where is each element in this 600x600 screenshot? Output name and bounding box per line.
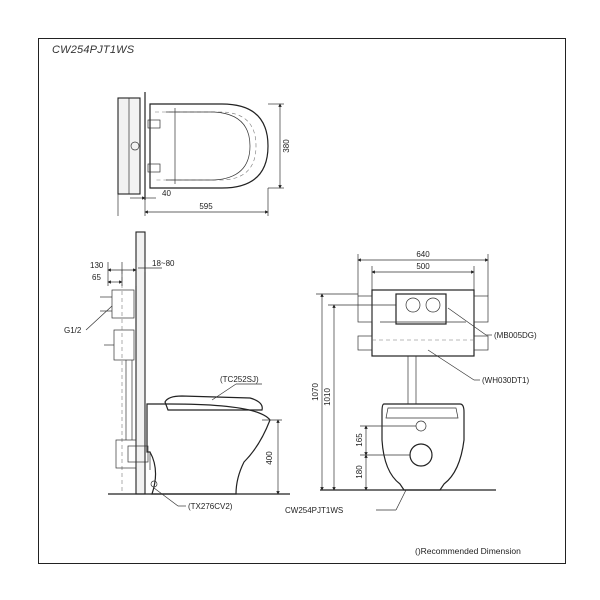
dim-1070: 1070	[311, 383, 320, 401]
side-toilet-body	[146, 403, 271, 495]
side-seat	[164, 395, 263, 411]
dim-40: 40	[162, 189, 171, 198]
dim-640: 640	[416, 250, 430, 259]
front-drain	[409, 443, 433, 467]
dim-18-80: 18~80	[152, 259, 175, 268]
dim-180: 180	[355, 465, 364, 479]
dim-595: 595	[199, 202, 213, 211]
dim-400: 400	[265, 451, 274, 465]
dim-130: 130	[90, 261, 104, 270]
footnote: ()Recommended Dimension	[415, 546, 521, 556]
part-mb005dg: (MB005DG)	[494, 331, 537, 340]
drawing-border	[38, 38, 566, 564]
top-view: 380 40 595	[117, 92, 291, 216]
front-view: 640 500 (MB005DG) (WH030DT1)	[285, 250, 537, 515]
dim-1010: 1010	[323, 388, 332, 406]
hinge-top	[147, 119, 161, 129]
hinge-bottom	[147, 163, 161, 173]
part-wh030dt1: (WH030DT1)	[482, 376, 529, 385]
drawing-title: CW254PJT1WS	[52, 44, 135, 56]
model-label: CW254PJT1WS	[285, 506, 343, 515]
dim-65: 65	[92, 273, 101, 282]
front-toilet-body	[381, 403, 465, 491]
dim-165: 165	[355, 433, 364, 447]
flush-button-left	[405, 297, 421, 313]
side-inlet-box	[111, 289, 135, 319]
side-wall	[135, 231, 146, 495]
side-drain-box	[115, 439, 137, 469]
label-g12: G1/2	[64, 326, 82, 335]
front-bracket-right	[473, 295, 489, 323]
front-inlet	[415, 420, 427, 432]
part-tx276cv2: (TX276CV2)	[188, 502, 233, 511]
dim-depth-380: 380	[282, 139, 291, 153]
front-bracket-left	[357, 295, 373, 323]
part-tc252sj: (TC252SJ)	[220, 375, 259, 384]
flush-button-right	[425, 297, 441, 313]
front-frame	[371, 289, 475, 357]
front-flush-plate	[395, 293, 447, 325]
side-view: G1/2 130 65 18~80 (TC252SJ) 400 (TX276CV…	[64, 231, 290, 511]
dim-500: 500	[416, 262, 430, 271]
top-bowl-outline	[149, 103, 269, 189]
